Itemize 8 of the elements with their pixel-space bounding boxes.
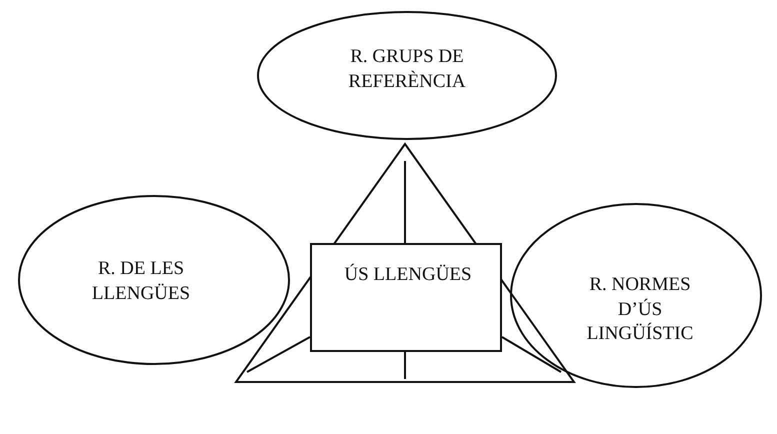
connector-line bbox=[404, 161, 406, 243]
connector-line bbox=[246, 336, 310, 373]
node-label: R. NORMES D’ÚS LINGÜÍSTIC bbox=[586, 273, 694, 346]
connector-line bbox=[404, 352, 406, 379]
connector-line bbox=[502, 336, 562, 373]
node-label: R. DE LES LLENGÜES bbox=[90, 257, 192, 306]
node-label: R. GRUPS DE REFERÈNCIA bbox=[347, 45, 467, 94]
node-label: ÚS LLENGÜES bbox=[344, 263, 472, 287]
